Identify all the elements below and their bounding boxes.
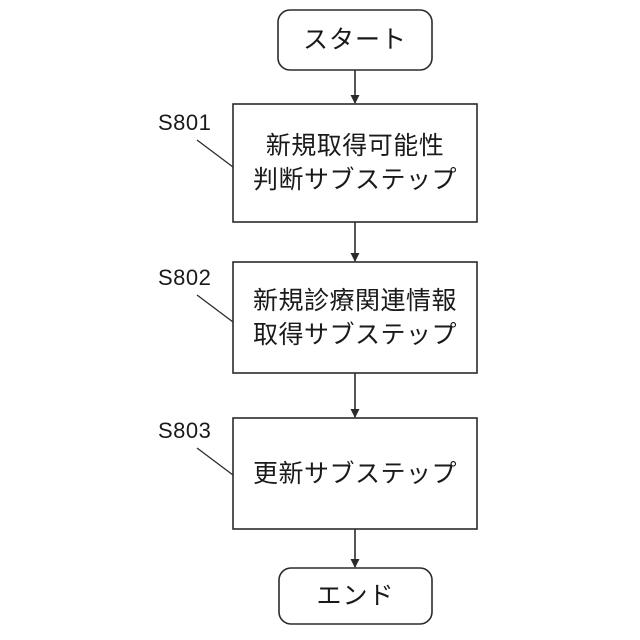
node-s803-shape	[232, 417, 478, 530]
node-s801-shape	[232, 103, 478, 223]
node-start-shape	[277, 9, 433, 71]
step-id-s802: S802	[158, 265, 212, 290]
node-s802-shape	[232, 261, 478, 374]
step-id-s803: S803	[158, 418, 212, 443]
leader-line-s802	[196, 294, 234, 323]
step-id-s801: S801	[158, 110, 212, 135]
leader-line-s803	[196, 447, 234, 476]
leader-line-s801	[196, 139, 234, 168]
node-end-shape	[278, 567, 433, 625]
